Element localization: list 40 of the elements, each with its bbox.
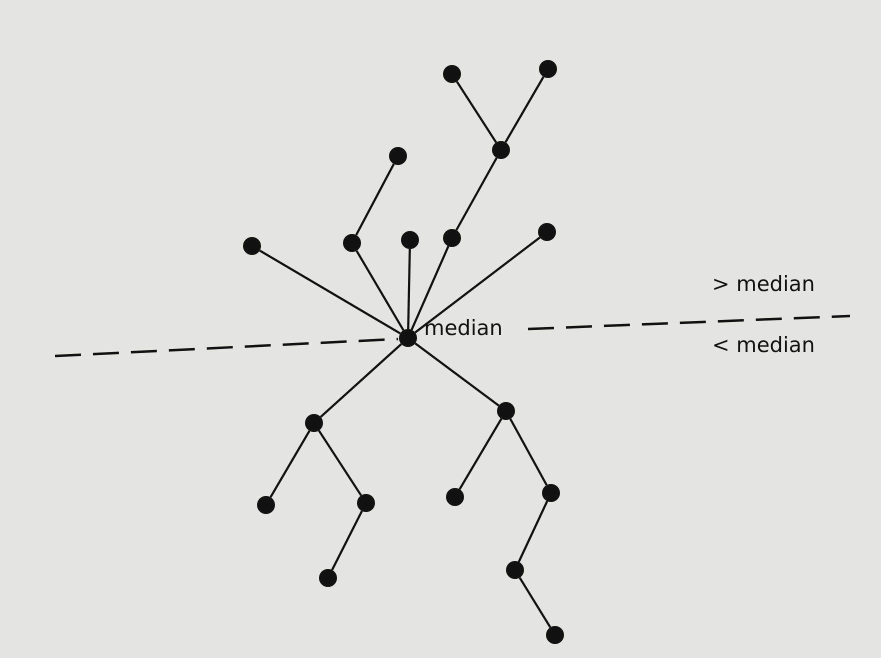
tree-edge [518,500,548,562]
tree-edge [509,418,548,486]
tree-node-dot [305,414,323,432]
tree-edge [518,577,552,628]
tree-node-dot [446,488,464,506]
tree-node-dot [257,496,275,514]
tree-edge [331,510,363,570]
tree-edge [407,248,411,330]
tree-node-dot [443,229,461,247]
tree-node-dot [538,223,556,241]
tree-node-dot [389,147,407,165]
tree-edge [455,157,498,231]
tree-edge [356,250,404,331]
tree-edge [414,236,541,334]
tree-node-dot [399,329,417,347]
tree-edge [259,250,401,334]
tree-edge [458,418,502,490]
tree-edge [456,80,498,144]
tree-edge [355,163,395,236]
tree-edge [318,430,362,496]
node-caption: median [424,318,503,339]
tree-node-dot [243,237,261,255]
tree-node-dot [497,402,515,420]
tree-node-dot [539,60,557,78]
region-label: > median [712,274,815,295]
tree-edge [504,76,544,143]
tree-edge [270,430,310,498]
tree-node-dot [357,494,375,512]
tree-node-dot [319,569,337,587]
tree-node-dot [546,626,564,644]
tree-edge [414,342,500,406]
tree-node-dot [542,484,560,502]
tree-edge [320,343,402,418]
tree-node-dot [443,65,461,83]
region-label: < median [712,335,815,356]
tree-node-dot [506,561,524,579]
tree-node-dot [401,231,419,249]
tree-node-dot [343,234,361,252]
tree-edge [410,246,450,330]
tree-node-dot [492,141,510,159]
